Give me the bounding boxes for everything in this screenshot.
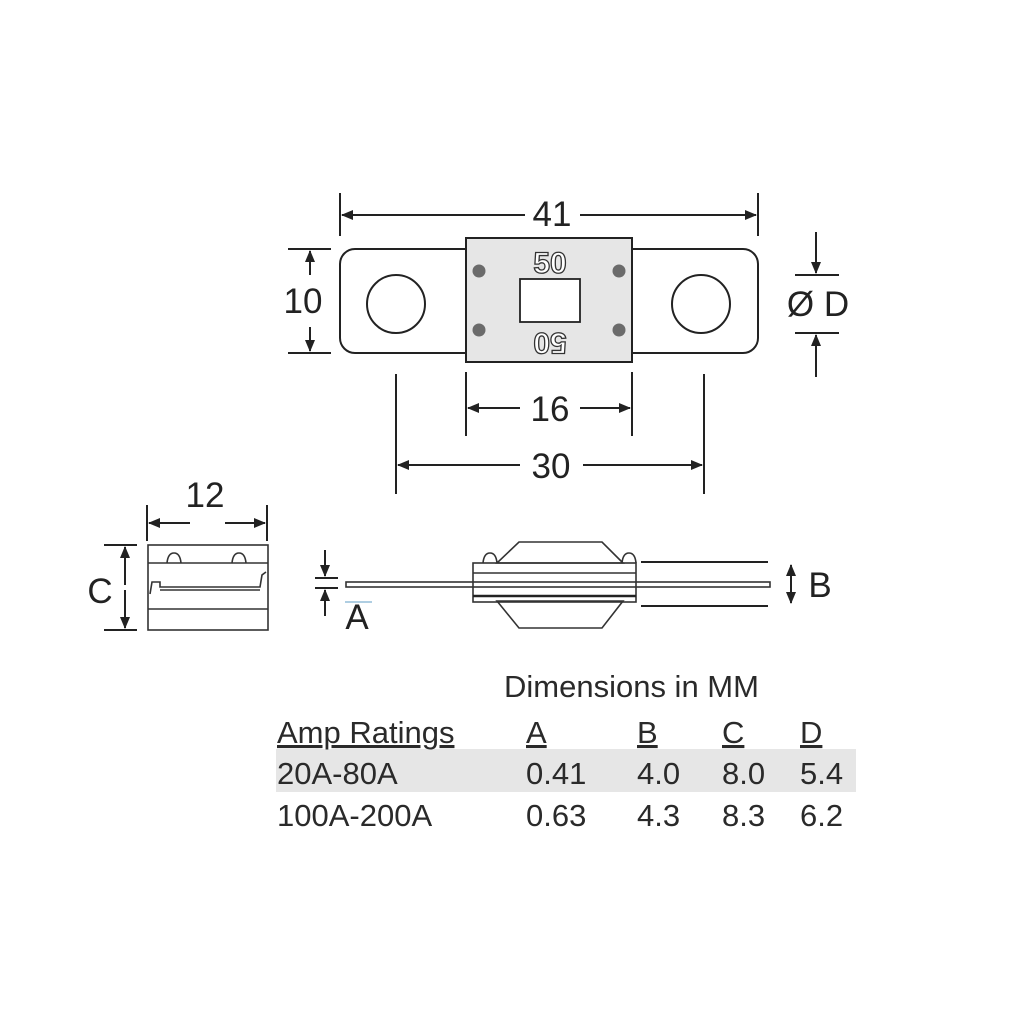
dimension-label: 12 [186,476,225,515]
column-header: Amp Ratings [277,715,454,750]
fuse-side-view [345,541,771,629]
dimension-body-width: 16 [465,372,633,436]
fuse-body [465,237,633,363]
table-cell: 8.3 [722,798,765,833]
rivet-dot [472,264,486,278]
dimension-label: B [808,566,831,605]
table-header-row: Amp Ratings A B C D [277,715,822,750]
right-mounting-hole [671,274,731,334]
dimension-label: Ø D [787,285,849,324]
rivet-dot [472,323,486,337]
table-cell: 4.3 [637,798,680,833]
rivet-dot [612,264,626,278]
fuse-end-view [147,544,269,631]
dimension-label: 10 [284,282,323,321]
table-title: Dimensions in MM [504,669,759,704]
table-row-highlight [276,749,856,792]
rating-label: 50 [533,247,566,280]
left-mounting-hole [366,274,426,334]
table-row: 20A-80A 0.41 4.0 8.0 5.4 [277,756,843,791]
table-cell: 6.2 [800,798,843,833]
column-header: C [722,715,744,750]
table-cell: 0.41 [526,756,586,791]
fuse-window [519,278,581,323]
dimension-label: 30 [532,447,571,486]
dimension-end-height: C [87,544,137,631]
dimensions-table: Dimensions in MM Amp Ratings A B C D 20A… [276,669,856,833]
dimension-label: A [345,598,369,637]
table-cell: 0.63 [526,798,586,833]
column-header: A [526,715,547,750]
dimension-end-width: 12 [146,476,268,541]
table-row: 100A-200A 0.63 4.3 8.3 6.2 [277,798,843,833]
rating-label-inverted: 50 [533,326,566,359]
dimension-label: 16 [531,390,570,429]
fuse-top-view: 50 50 [339,237,759,363]
dimension-label: C [87,572,112,611]
table-cell: 100A-200A [277,798,432,833]
dimension-hole-diameter: Ø D [787,232,849,377]
dimension-height: 10 [284,248,331,354]
dimension-blade-thickness: A [315,550,372,637]
column-header: B [637,715,658,750]
dimension-body-thickness: B [641,561,832,607]
table-cell: 5.4 [800,756,843,791]
table-cell: 8.0 [722,756,765,791]
dimension-length: 41 [339,193,759,236]
table-cell: 20A-80A [277,756,398,791]
column-header: D [800,715,822,750]
table-cell: 4.0 [637,756,680,791]
dimension-label: 41 [533,195,572,234]
dimension-hole-spacing: 30 [395,374,705,494]
rivet-dot [612,323,626,337]
